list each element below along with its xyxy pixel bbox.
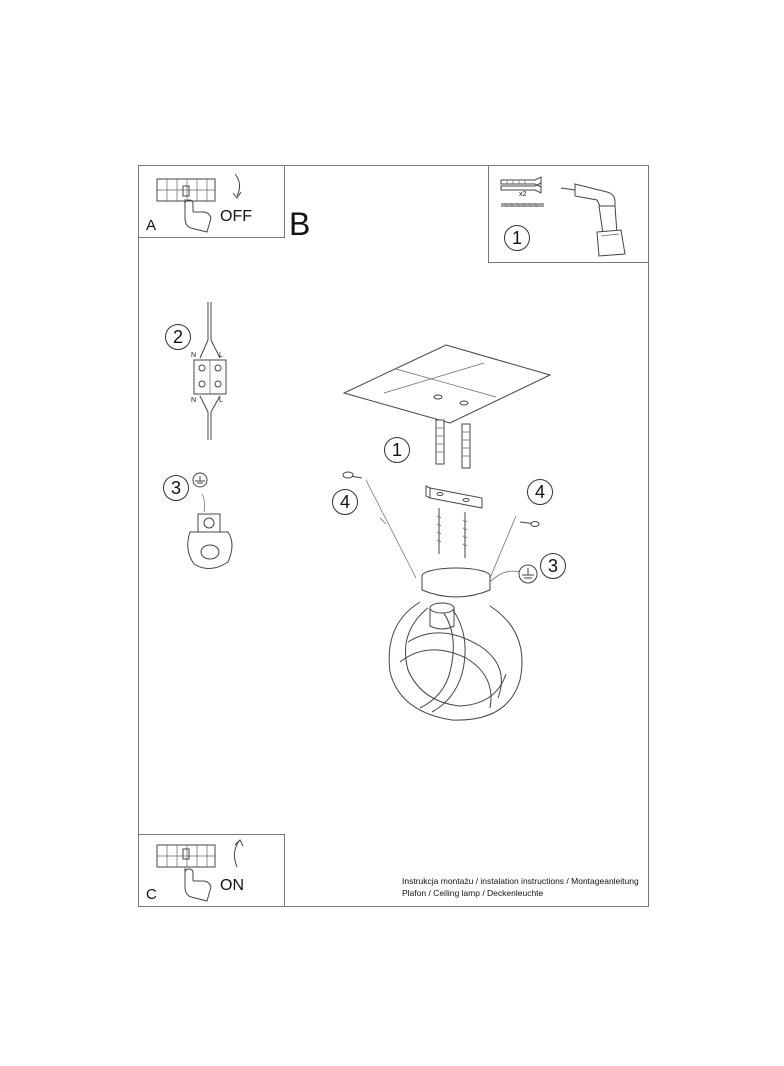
wiring-callout-2: 2 (165, 324, 191, 350)
wall-anchors-icon (435, 419, 471, 469)
bracket-guide-lines-icon (365, 479, 517, 579)
wiring-top-n-label: N (191, 352, 197, 359)
ceiling-plate-icon (342, 344, 552, 424)
ground-callout-3: 3 (163, 475, 189, 501)
ground-terminal-icon (187, 472, 233, 569)
off-label: OFF (220, 208, 252, 225)
wiring-bottom-n-label: N (191, 397, 197, 404)
step-b-letter: B (289, 206, 311, 242)
wall-plugs-screws-icon (500, 176, 544, 208)
ground-symbol-icon (518, 564, 538, 584)
instruction-sheet-frame (138, 165, 649, 907)
step-a-letter: A (146, 217, 157, 234)
ceiling-lamp-icon (388, 567, 523, 721)
wiring-bottom-l-label: L (219, 397, 223, 404)
step-c-panel: C ON (138, 834, 285, 907)
step-a-panel: A OFF (138, 165, 285, 238)
ground-callout-3-assembly: 3 (540, 553, 566, 579)
footer-product-line: Plafon / Ceiling lamp / Deckenleuchte (402, 888, 544, 898)
tools-callout-1: 1 (504, 225, 530, 251)
footer-instructions-line: Instrukcja montażu / instalation instruc… (402, 876, 639, 886)
wiring-top-l-label: L (219, 352, 223, 359)
bracket-callout-4-left: 4 (332, 489, 358, 515)
mounting-bracket-icon (342, 471, 540, 558)
bracket-callout-4-right: 4 (527, 479, 553, 505)
breaker-switch-on-icon (156, 839, 244, 902)
terminal-block-wiring-icon (193, 302, 227, 440)
on-label: ON (220, 877, 244, 894)
anchor-callout-1: 1 (384, 437, 410, 463)
drill-icon (560, 183, 626, 257)
breaker-switch-off-icon (156, 173, 242, 233)
tools-panel: x2 1 (488, 165, 649, 263)
quantity-label: x2 (519, 191, 527, 198)
step-c-letter: C (146, 886, 157, 903)
